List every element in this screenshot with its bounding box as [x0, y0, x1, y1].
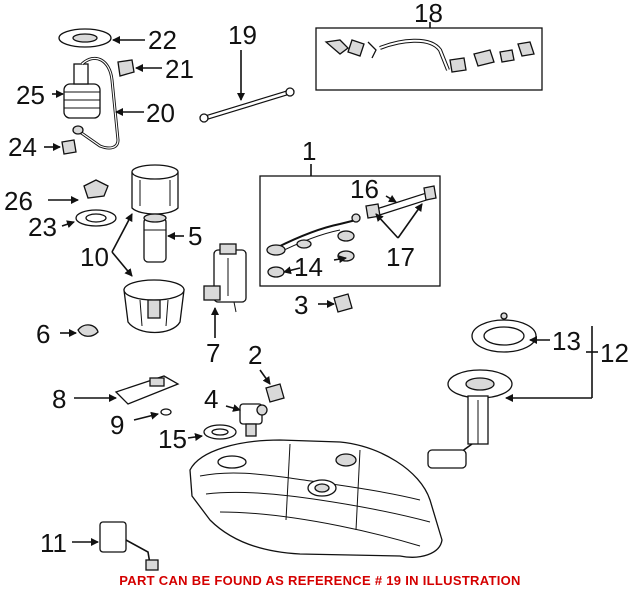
part-15-gasket [203, 424, 237, 440]
callout-24: 24 [8, 132, 37, 162]
callout-6: 6 [36, 319, 50, 349]
callout-25: 25 [16, 80, 45, 110]
callout-26: 26 [4, 186, 33, 216]
callout-22: 22 [148, 25, 177, 55]
part-18-hose-kit [315, 27, 543, 91]
part-20-fuel-hose [72, 57, 120, 150]
part-13-ring-plate [471, 312, 537, 353]
callout-18: 18 [414, 0, 443, 28]
callout-15: 15 [158, 424, 187, 454]
leader-14a [283, 266, 301, 275]
part-4-valve [239, 403, 268, 437]
callout-21: 21 [165, 54, 194, 84]
callout-20: 20 [146, 98, 175, 128]
callout-1: 1 [302, 136, 316, 166]
part-10-pump-housing-top [131, 164, 179, 215]
part-23-ring [75, 209, 117, 227]
part-10-pump-housing-bottom [123, 279, 185, 334]
leader-4 [225, 404, 241, 412]
callout-10: 10 [80, 242, 109, 272]
callout-14: 14 [294, 252, 323, 282]
callout-13: 13 [552, 326, 581, 356]
callout-23: 23 [28, 212, 57, 242]
callout-17: 17 [386, 242, 415, 272]
part-19-rod [199, 87, 295, 123]
leader-17b [397, 203, 423, 239]
part-22-plate [58, 28, 112, 48]
part-9-o-ring [160, 408, 172, 416]
callout-4: 4 [204, 384, 218, 414]
callout-2: 2 [248, 340, 262, 370]
callout-11: 11 [40, 528, 67, 558]
leader-10b [111, 251, 133, 277]
leader-23 [61, 220, 75, 229]
callout-16: 16 [350, 174, 379, 204]
part-21-clip [117, 59, 135, 77]
fuel-tank [189, 439, 443, 558]
callout-19: 19 [228, 20, 257, 50]
leader-9 [133, 411, 159, 421]
callout-8: 8 [52, 384, 66, 414]
leader-2 [259, 369, 271, 385]
part-8-pad [114, 375, 180, 405]
callout-5: 5 [188, 221, 202, 251]
part-11-sending-unit [99, 521, 159, 571]
part-26-clamp [83, 179, 109, 199]
callout-7: 7 [206, 338, 220, 368]
part-5-fuel-pump [143, 213, 167, 263]
part-6-seal [77, 324, 99, 337]
part-7-sender-unit [203, 243, 247, 313]
callout-9: 9 [110, 410, 124, 440]
part-12-pump-module [427, 369, 513, 469]
leader-10a [111, 213, 133, 253]
callout-3: 3 [294, 290, 308, 320]
leader-15 [187, 433, 203, 441]
leader-16 [385, 194, 397, 203]
callout-12: 12 [600, 338, 629, 368]
leader-14b [333, 255, 347, 264]
part-2-fitting [265, 383, 285, 403]
part-25-fuel-filter [63, 63, 101, 119]
leader-17a [375, 213, 399, 239]
part-3-fitting [333, 293, 353, 313]
part-24-clip [61, 139, 77, 155]
caption-reference-note: PART CAN BE FOUND AS REFERENCE # 19 IN I… [119, 573, 520, 588]
